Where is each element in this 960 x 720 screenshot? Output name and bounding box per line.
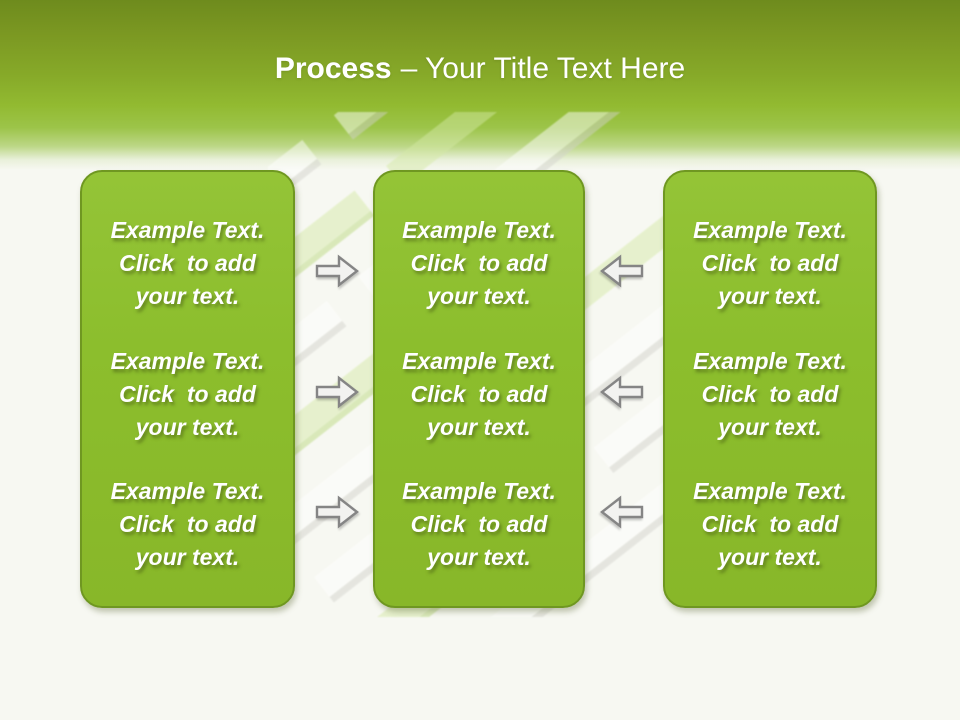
text-placeholder[interactable]: Example Text. Click to add your text. (402, 217, 556, 309)
text-placeholder[interactable]: Example Text. Click to add your text. (402, 478, 556, 570)
arrow-left-icon (599, 493, 645, 531)
process-column-right[interactable]: Example Text. Click to add your text. Ex… (663, 170, 877, 608)
process-column-middle[interactable]: Example Text. Click to add your text. Ex… (373, 170, 585, 608)
text-placeholder[interactable]: Example Text. Click to add your text. (110, 217, 265, 309)
text-placeholder[interactable]: Example Text. Click to add your text. (693, 478, 847, 570)
text-placeholder[interactable]: Example Text. Click to add your text. (693, 347, 847, 440)
slide-title: Process– Your Title Text Here (0, 50, 960, 88)
arrow-left-icon (599, 373, 645, 411)
text-placeholder[interactable]: Example Text. Click to add your text. (110, 347, 265, 440)
arrow-left-icon (599, 252, 645, 290)
arrow-right-icon (314, 493, 360, 531)
process-column-left[interactable]: Example Text. Click to add your text. Ex… (80, 170, 295, 608)
slide-title-subtitle: – Your Title Text Here (400, 52, 686, 85)
slide-title-keyword: Process (274, 52, 392, 85)
text-placeholder[interactable]: Example Text. Click to add your text. (402, 347, 556, 440)
text-placeholder[interactable]: Example Text. Click to add your text. (110, 478, 265, 570)
arrow-right-icon (314, 252, 360, 290)
text-placeholder[interactable]: Example Text. Click to add your text. (693, 217, 847, 309)
title-banner (0, 0, 960, 170)
arrow-right-icon (314, 373, 360, 411)
